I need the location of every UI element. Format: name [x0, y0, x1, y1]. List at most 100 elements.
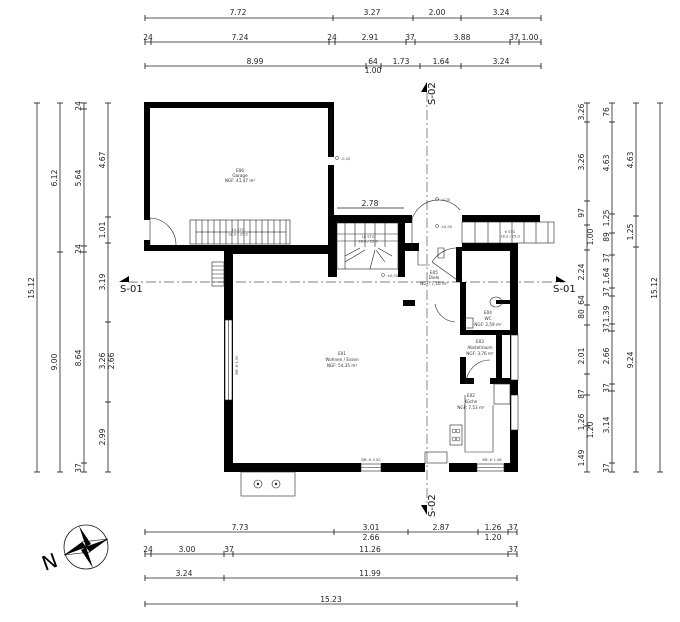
dim-left4-c: 3.19 — [98, 273, 107, 290]
window-left-label: BR:-H 1.50 — [235, 355, 239, 375]
dim-bot2-e: 37 — [508, 545, 518, 554]
kitchen-stove — [449, 424, 463, 446]
top-dimension-chains: 7.72 3.27 2.00 3.24 24 7.24 24 2.91 37 3… — [143, 8, 542, 75]
dim-top2-f: 3.88 — [454, 33, 471, 42]
room-kueche-id: E02 — [467, 393, 475, 398]
level-garage: -0,20 — [341, 157, 351, 161]
section-marker-right — [556, 276, 566, 282]
dim-right4-h: 2.01 — [577, 347, 586, 364]
dim-right2-a: 4.63 — [626, 151, 635, 168]
dim-right3-d: 1.25 — [602, 209, 611, 226]
dim-bot2-b: 3.00 — [179, 545, 196, 554]
dim-top1-b: 3.27 — [364, 8, 381, 17]
dim-bot4-a: 15.23 — [320, 595, 342, 604]
dim-right4-l: 1.20 — [586, 421, 595, 438]
dim-right4-k: 1.49 — [577, 449, 586, 466]
dim-top3-a: 8.99 — [247, 57, 264, 66]
dim-right3-i: 37 — [602, 323, 611, 333]
room-wohnen-area: NGF: 54,35 m² — [327, 363, 358, 368]
dim-left4-b: 1.01 — [98, 221, 107, 238]
level-markers: -0,20 -0,20 ±0,00 ±0,00 — [335, 156, 453, 278]
dim-top2-c: 24 — [327, 33, 337, 42]
dim-top2-g: 37 — [509, 33, 519, 42]
dim-left4-f: 2.99 — [98, 428, 107, 445]
section-marker-top — [421, 82, 427, 92]
dim-right1-a: 15.12 — [650, 277, 659, 299]
room-abstell-name: Abstellraum — [467, 345, 492, 350]
dim-top3-f: 3.24 — [493, 57, 510, 66]
left-dimension-chains: 15.12 6.12 9.00 24 5.64 24 8.64 37 4.67 … — [27, 101, 116, 473]
dim-bot2-d: 11.26 — [359, 545, 381, 554]
section-lines: S-01 S-01 S-02 S-02 — [119, 82, 576, 517]
room-kueche-name: Küche — [465, 399, 478, 404]
dim-top2-d: 2.91 — [362, 33, 379, 42]
room-garage-area: NGF: 41,47 m² — [225, 178, 256, 183]
section-marker-left — [119, 276, 129, 282]
dim-right4-i: 87 — [577, 389, 586, 399]
dim-bot1-f: 2.66 — [363, 533, 380, 542]
dim-bot1-e: 37 — [508, 523, 518, 532]
wc-toilet — [489, 296, 503, 308]
dim-bot3-a: 3.24 — [176, 569, 193, 578]
stair-dim-label: 2.78 — [362, 199, 379, 208]
dim-bot3-b: 11.99 — [359, 569, 381, 578]
room-wohnen-id: E01 — [338, 351, 346, 356]
section-label-s01-right: S-01 — [553, 284, 576, 295]
dim-top2-a: 24 — [143, 33, 153, 42]
doors — [149, 199, 491, 385]
dim-top3-c: 1.00 — [365, 66, 382, 75]
dim-bot1-d: 1.26 — [485, 523, 502, 532]
room-wc-name: WC — [484, 316, 491, 321]
dim-right3-f: 1.64 — [602, 267, 611, 284]
north-label: N — [39, 548, 61, 576]
room-kueche-area: NGF: 7,53 m² — [457, 405, 485, 410]
dim-bot1-a: 7.73 — [232, 523, 249, 532]
room-wohnen-name: Wohnen / Essen — [325, 357, 359, 362]
windows: BR:-H 1.50 BR:-H 2.50 BR:-H 1.46 — [224, 108, 519, 472]
dim-bot2-a: 24 — [143, 545, 153, 554]
dim-left4-a: 4.67 — [98, 151, 107, 168]
dim-left4-e: 2.66 — [107, 352, 116, 369]
dim-right4-a: 3.26 — [577, 103, 586, 120]
dim-bot2-c: 37 — [224, 545, 234, 554]
dim-right3-k: 37 — [602, 383, 611, 393]
dim-right2-c: 1.25 — [626, 223, 635, 240]
room-diele-id: E05 — [430, 270, 438, 275]
dim-right2-b: 9.24 — [626, 351, 635, 368]
room-garage-id: E06 — [236, 168, 244, 173]
room-abstell-area: NGF: 3,76 m² — [466, 351, 494, 356]
dim-bot1-b: 3.01 — [363, 523, 380, 532]
dim-right3-c: 89 — [602, 232, 611, 242]
kitchen-fridge — [493, 383, 511, 405]
section-marker-bottom — [421, 505, 427, 515]
dim-left3-d: 8.64 — [74, 349, 83, 366]
bottom-dimension-chains: 7.73 3.01 2.87 1.26 37 2.66 1.20 24 3.00… — [143, 523, 518, 607]
dim-right3-b: 4.63 — [602, 154, 611, 171]
dim-left4-d: 3.26 — [98, 352, 107, 369]
dim-right3-j: 2.66 — [602, 347, 611, 364]
right-dimension-chains: 3.26 3.26 97 1.00 2.24 64 80 2.01 87 1.2… — [577, 102, 663, 473]
dim-right3-g: 37 — [602, 287, 611, 297]
dim-left3-e: 37 — [74, 463, 83, 473]
dim-right3-l: 3.14 — [602, 416, 611, 433]
dim-top1-c: 2.00 — [429, 8, 446, 17]
room-wc-id: E04 — [484, 310, 492, 315]
dim-top2-b: 7.24 — [232, 33, 249, 42]
dim-right4-f: 64 — [577, 295, 586, 305]
dim-right4-c: 97 — [577, 208, 586, 218]
terrace-grill — [240, 471, 296, 497]
dim-bot1-g: 1.20 — [485, 533, 502, 542]
section-label-s01-left: S-01 — [120, 284, 143, 295]
entry-door-swing — [411, 199, 461, 250]
dim-left2-a: 6.12 — [50, 169, 59, 186]
dim-top2-h: 1.00 — [522, 33, 539, 42]
dim-right4-e: 2.24 — [577, 263, 586, 280]
dim-top1-a: 7.72 — [230, 8, 247, 17]
room-abstell-id: E03 — [476, 339, 484, 344]
